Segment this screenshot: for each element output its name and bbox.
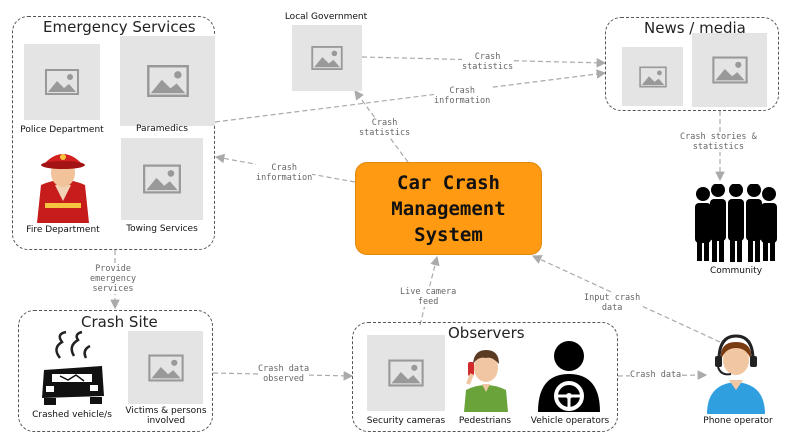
image-placeholder-icon: [143, 164, 181, 194]
driver-icon: [536, 340, 602, 412]
image-placeholder-icon: [146, 65, 189, 97]
local-government-image: [292, 25, 362, 91]
security-cameras-image: [367, 335, 445, 411]
image-placeholder-icon: [45, 69, 79, 95]
label-crashed-vehicles: Crashed vehicle/s: [32, 410, 112, 420]
edge-label-core-gov: Crash statistics: [359, 118, 411, 138]
image-placeholder-icon: [311, 46, 343, 70]
label-police: Police Department: [20, 125, 104, 135]
firefighter-icon: [33, 145, 93, 223]
edge-label-news-community: Crash stories & statistics: [680, 132, 757, 152]
image-placeholder-icon: [388, 359, 424, 387]
group-title-news: News / media: [644, 19, 746, 37]
image-placeholder-icon: [711, 56, 748, 84]
edge-label-emergency-news: Crash information: [434, 86, 491, 106]
edge-phone-core: [531, 255, 721, 343]
group-emergency-services: [12, 16, 215, 250]
label-towing: Towing Services: [126, 224, 198, 234]
edge-label-site-observers: Crash data observed: [258, 364, 310, 384]
label-paramedics: Paramedics: [136, 124, 188, 134]
label-community: Community: [709, 266, 763, 276]
wrecked-car-icon: [38, 330, 108, 406]
group-title-observers: Observers: [448, 324, 525, 342]
edge-label-phone-core: Input crash data: [584, 293, 641, 313]
edge-emergency-news: [214, 69, 607, 123]
edge-label-observers-core: Live camera feed: [400, 287, 457, 307]
label-security-cameras: Security cameras: [366, 416, 446, 426]
edge-label-emergency-site: Provide emergency services: [90, 264, 137, 294]
label-phone-operator: Phone operator: [703, 416, 773, 426]
label-vehicle-operators: Vehicle operators: [530, 416, 610, 426]
edge-label-observers-phone: Crash data: [630, 370, 682, 380]
label-fire: Fire Department: [26, 225, 100, 235]
pedestrian-phone-icon: [462, 344, 510, 412]
edge-site-observers: [212, 371, 354, 381]
news-image-2: [692, 33, 767, 107]
paramedics-image: [120, 36, 215, 126]
victims-image: [128, 331, 203, 404]
police-image: [24, 44, 100, 120]
label-local-government: Local Government: [284, 12, 368, 22]
crowd-icon: [691, 183, 781, 264]
group-news-media: [605, 17, 779, 111]
label-victims: Victims & persons involved: [125, 406, 207, 426]
car-crash-management-system: Car Crash Management System: [355, 162, 542, 255]
towing-image: [121, 138, 203, 220]
edge-label-gov-news: Crash statistics: [462, 52, 514, 72]
news-image-1: [622, 47, 683, 106]
image-placeholder-icon: [147, 354, 184, 381]
group-title-crash-site: Crash Site: [81, 313, 158, 331]
group-title-emergency: Emergency Services: [43, 18, 196, 36]
label-pedestrians: Pedestrians: [458, 416, 512, 426]
group-observers: [352, 322, 618, 432]
image-placeholder-icon: [638, 66, 667, 87]
group-crash-site: [18, 310, 213, 432]
edge-label-core-emergency: Crash information: [256, 163, 313, 183]
phone-operator-icon: [703, 334, 769, 414]
